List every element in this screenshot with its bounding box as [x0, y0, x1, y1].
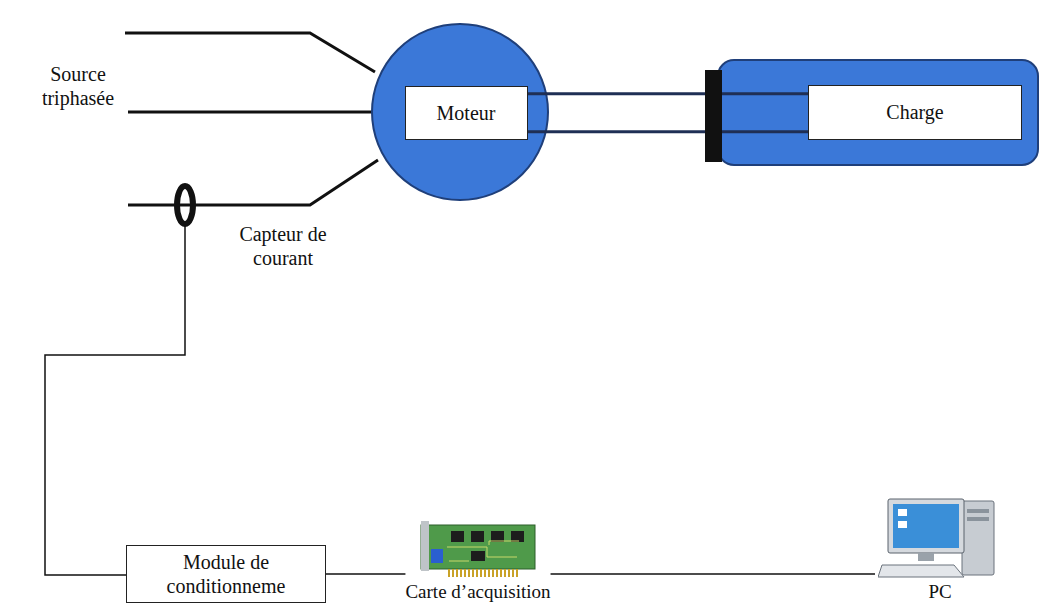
- pc-drive: [967, 509, 989, 513]
- shaft-line: [528, 130, 809, 133]
- process-box: Module de conditionneme: [126, 545, 326, 603]
- acquisition-card: Carte d’acquisition: [405, 521, 550, 603]
- figure-caption: Carte d’acquisition: [405, 581, 550, 603]
- pc-monitor: [888, 499, 964, 553]
- pc-tower: [962, 501, 994, 575]
- figure-caption: PC: [928, 581, 951, 603]
- sensor-label: Capteur de courant: [228, 222, 338, 270]
- signal-wire: [326, 573, 405, 575]
- acquisition-card-icon: [419, 521, 537, 579]
- phase-wires: [125, 33, 378, 205]
- sensor-wire: [45, 226, 185, 575]
- pc-stand: [918, 553, 934, 561]
- process-box: Charge: [808, 85, 1022, 140]
- pc-screen-icon: [898, 521, 907, 528]
- pc-icon: [878, 497, 1002, 579]
- computer: PC: [875, 497, 1005, 603]
- card-connector: [431, 549, 443, 563]
- pc-screen: [893, 504, 959, 548]
- pc-drive: [967, 517, 989, 521]
- signal-wire: [551, 573, 875, 575]
- box-label: Module de conditionneme: [139, 550, 313, 598]
- card-chip: [511, 531, 524, 542]
- pc-keyboard: [878, 565, 964, 577]
- card-chip: [471, 531, 484, 542]
- source-label: Source triphasée: [18, 62, 138, 110]
- load-housing: [718, 60, 1038, 165]
- box-label: Charge: [886, 100, 943, 124]
- card-chip: [491, 531, 504, 542]
- card-bracket: [421, 521, 429, 571]
- box-label: Moteur: [437, 101, 496, 125]
- card-chip: [471, 551, 485, 561]
- pc-screen-icon: [898, 509, 907, 516]
- signal-line: [551, 574, 875, 575]
- process-box: Moteur: [405, 86, 528, 140]
- card-board: [421, 525, 535, 569]
- motor-housing: [372, 24, 548, 200]
- shaft-coupling: [705, 70, 722, 162]
- card-pins: [449, 569, 517, 577]
- motor-shaft: [528, 94, 809, 132]
- signal-line: [326, 574, 405, 575]
- card-traces: [447, 541, 519, 561]
- current-sensor: [177, 186, 193, 224]
- shaft-line: [528, 92, 809, 95]
- card-chip: [451, 531, 464, 542]
